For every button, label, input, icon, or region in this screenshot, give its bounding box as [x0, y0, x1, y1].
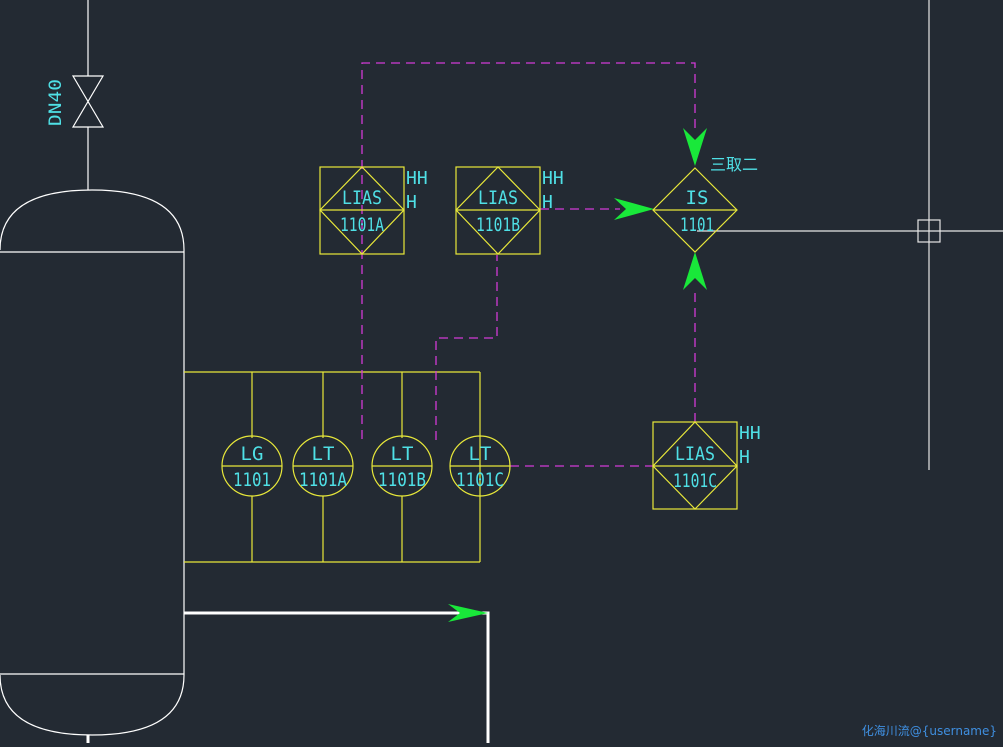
vent-line [71, 0, 105, 190]
instrument-number: 1101 [233, 469, 271, 491]
flow-arrow-icon [448, 604, 488, 622]
alarm-block-lias-1101a[interactable]: LIAS 1101A HH H [319, 166, 428, 255]
alarm-hh-label: HH [739, 423, 761, 444]
voting-logic-label: 三取二 [710, 155, 758, 174]
alarm-tag: LIAS [342, 187, 382, 209]
watermark: 化海川流@{username} [861, 724, 997, 738]
level-bridle [184, 371, 481, 563]
instrument-tag: LT [312, 443, 335, 465]
outlet-pipe [184, 611, 490, 743]
arrow-right-icon [614, 198, 654, 220]
alarm-diamond-icon [652, 421, 738, 510]
alarm-h-label: H [406, 192, 417, 213]
alarm-tag: LIAS [675, 443, 715, 465]
alarm-diamond-icon [319, 166, 405, 255]
interlock-number: 1101 [680, 214, 714, 236]
alarm-h-label: H [542, 192, 553, 213]
alarm-hh-label: HH [406, 168, 428, 189]
arrow-up-icon [683, 252, 707, 290]
instrument-number: 1101C [456, 469, 504, 491]
instrument-tag: LG [241, 443, 264, 465]
signal-lines [361, 62, 696, 467]
interlock-diamond-icon [652, 167, 738, 253]
instrument-tag: LT [469, 443, 492, 465]
alarm-tag: LIAS [478, 187, 518, 209]
alarm-number: 1101A [340, 214, 384, 236]
outlet-line [86, 611, 490, 743]
alarm-diamond-icon [455, 166, 541, 255]
instrument-number: 1101A [299, 469, 347, 491]
instrument-number: 1101B [378, 469, 426, 491]
arrow-down-icon [683, 128, 707, 166]
alarm-block-lias-1101c[interactable]: LIAS 1101C HH H [652, 421, 761, 510]
gate-valve-icon[interactable] [71, 75, 105, 128]
alarm-h-label: H [739, 447, 750, 468]
signal-lta-to-is [361, 62, 696, 439]
alarm-number: 1101C [673, 470, 717, 492]
alarm-block-lias-1101b[interactable]: LIAS 1101B HH H [455, 166, 564, 255]
field-instrument-lt-1101a[interactable]: LT 1101A [292, 435, 354, 497]
junction-box-icon[interactable] [917, 219, 941, 243]
field-instrument-lt-1101b[interactable]: LT 1101B [371, 435, 433, 497]
signal-ltb-to-lias-b [435, 255, 498, 440]
vessel [0, 189, 185, 736]
valve-size-label: DN40 [46, 79, 66, 126]
interlock-is-1101[interactable]: IS 1101 [652, 167, 738, 253]
alarm-hh-label: HH [542, 168, 564, 189]
alarm-number: 1101B [476, 214, 520, 236]
field-instrument-lg-1101[interactable]: LG 1101 [221, 435, 283, 497]
right-process-line [697, 0, 1003, 470]
field-instrument-lt-1101c[interactable]: LT 1101C [449, 435, 511, 497]
vessel-shell [0, 189, 185, 736]
instrument-tag: LT [391, 443, 414, 465]
interlock-tag: IS [686, 187, 709, 209]
